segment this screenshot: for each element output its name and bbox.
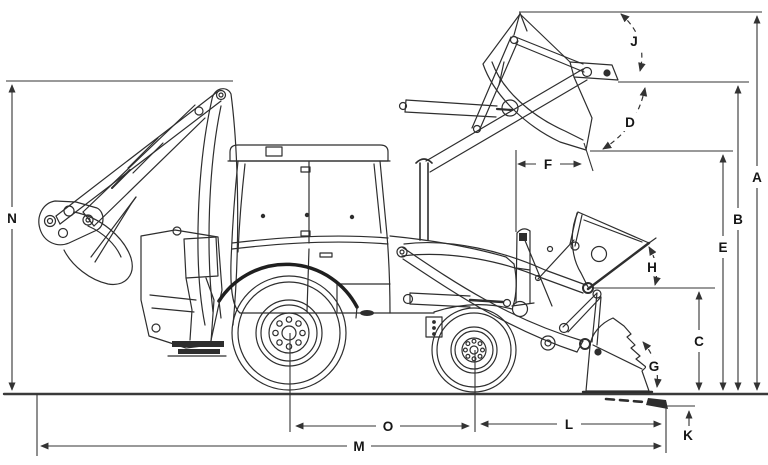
arc-G [642,341,662,388]
loader-bucket-mid [569,211,657,294]
svg-text:J: J [630,34,638,49]
dim-label-N: N [4,209,21,227]
exhaust-stack [415,158,433,241]
svg-text:D: D [625,115,635,130]
dim-label-D: D [622,113,639,131]
dim-label-F: F [539,155,557,173]
dim-label-A: A [749,168,766,186]
dim-label-E: E [715,238,732,256]
dim-label-J: J [626,32,642,49]
loader-bucket-ground [540,289,668,409]
svg-text:M: M [353,439,364,454]
svg-text:K: K [683,428,693,443]
cab [227,144,391,316]
svg-text:B: B [733,212,743,227]
dim-label-K: K [680,426,697,444]
loader-arm-lowered [396,246,584,353]
rear-fender [217,262,359,309]
loader-bucket-raised-dumping [482,12,619,151]
dimension-lines [6,11,762,456]
dim-label-M: M [350,437,369,455]
rear-wheel [231,275,347,391]
backhoe-boom [194,88,239,326]
ref-tick-F-bucket-edge [583,142,594,172]
svg-text:C: C [694,334,704,349]
backhoe-dipper-and-link [55,91,222,227]
dimension-labels: A B C D E F G H [4,32,766,455]
backhoe-frame-stabilizer [140,226,227,357]
svg-text:G: G [649,359,660,374]
dim-label-G: G [646,357,663,375]
rear-fender-edges [218,300,358,319]
machine-drawing [2,12,768,409]
angle-arcs [602,13,662,388]
loader-arm-raised-phantom [398,35,588,173]
svg-text:N: N [7,211,17,226]
front-wheel [431,307,517,393]
dim-label-O: O [378,417,397,435]
svg-text:L: L [565,417,573,432]
loader-arm-mid-phantom [401,233,587,307]
dim-label-C: C [691,332,708,350]
svg-text:E: E [718,240,727,255]
svg-text:A: A [752,170,762,185]
svg-text:F: F [544,157,552,172]
svg-text:H: H [647,260,657,275]
arc-J [620,13,646,72]
dim-label-L: L [561,415,578,433]
dim-label-H: H [644,258,661,276]
backhoe-bucket [38,196,137,286]
svg-text:O: O [383,419,394,434]
dim-label-B: B [730,210,747,228]
